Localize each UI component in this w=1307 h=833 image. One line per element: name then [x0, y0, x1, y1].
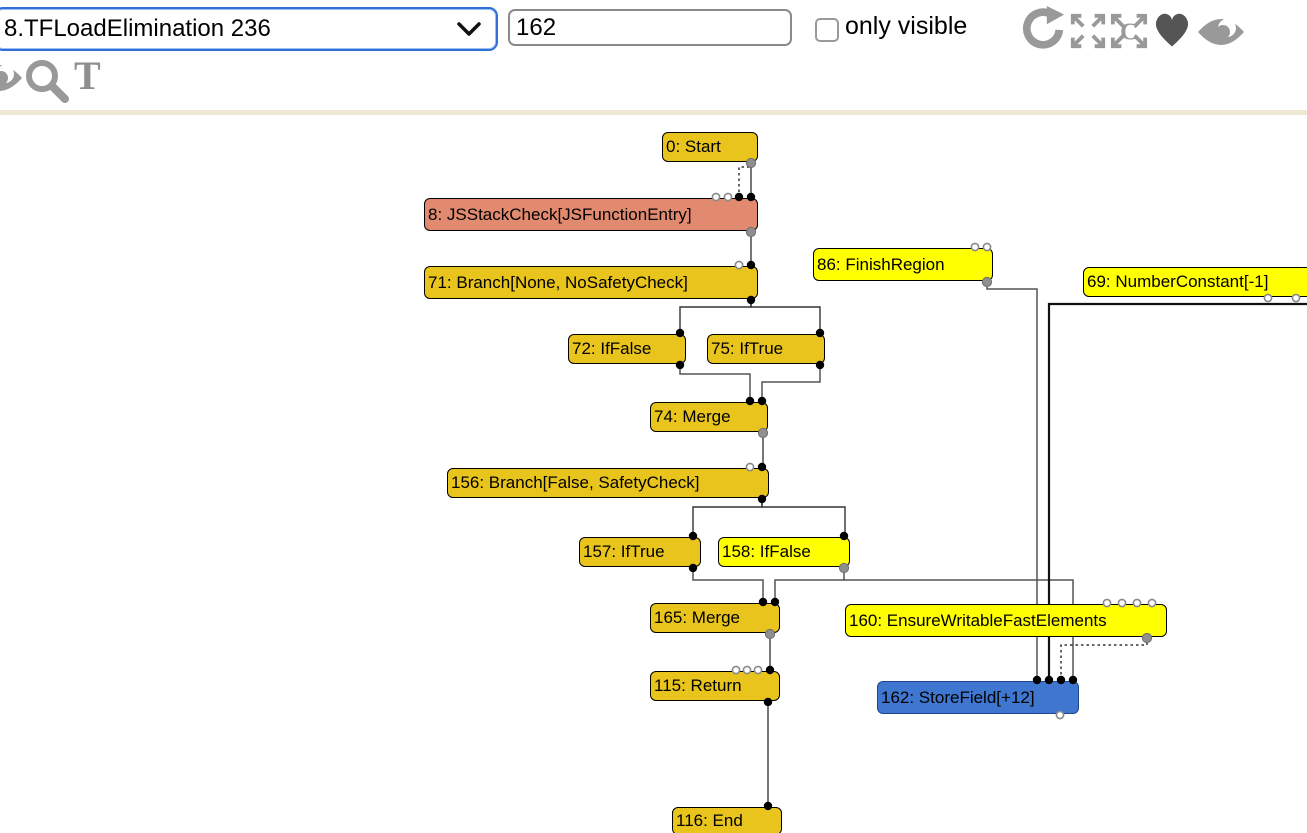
graph-node-157[interactable]: 157: IfTrue [579, 537, 701, 567]
layout-graph-icon[interactable] [1020, 6, 1066, 52]
graph-node-69[interactable]: 69: NumberConstant[-1] [1083, 267, 1307, 297]
graph-node-160[interactable]: 160: EnsureWritableFastElements [845, 604, 1167, 637]
phase-select[interactable]: 8.TFLoadElimination 236 [0, 7, 498, 51]
node-search-input[interactable] [508, 9, 792, 46]
expand-control-icon[interactable]: C [1108, 12, 1150, 50]
graph-edge [750, 299, 821, 333]
eye-icon[interactable] [1196, 14, 1246, 50]
chevron-down-icon [457, 22, 481, 36]
graph-node-165[interactable]: 165: Merge [650, 603, 780, 633]
graph-node-162[interactable]: 162: StoreField[+12] [877, 681, 1079, 714]
expand-all-icon[interactable] [1068, 12, 1108, 50]
graph-edge [761, 498, 846, 536]
half-eye-icon[interactable] [0, 60, 24, 96]
graph-edge [761, 364, 821, 401]
graph-node-86[interactable]: 86: FinishRegion [813, 248, 993, 281]
graph-edge [1060, 637, 1148, 679]
graph-node-72[interactable]: 72: IfFalse [568, 334, 686, 364]
text-t-icon[interactable]: T [74, 53, 101, 98]
graph-edge [738, 163, 752, 196]
graph-edge [692, 567, 764, 601]
graph-node-158[interactable]: 158: IfFalse [718, 537, 850, 567]
graph-node-75[interactable]: 75: IfTrue [707, 334, 825, 364]
only-visible-label: only visible [845, 12, 968, 40]
toolbar-separator [0, 110, 1307, 115]
graph-edge [679, 364, 751, 401]
only-visible-checkbox[interactable] [815, 18, 839, 42]
heart-icon[interactable] [1150, 8, 1194, 52]
phase-select-value: 8.TFLoadElimination 236 [4, 15, 271, 42]
graph-edge [774, 567, 845, 601]
graph-node-116[interactable]: 116: End [672, 807, 782, 833]
graph-node-74[interactable]: 74: Merge [650, 402, 768, 432]
graph-node-71[interactable]: 71: Branch[None, NoSafetyCheck] [424, 266, 758, 299]
zoom-selection-icon[interactable] [22, 56, 70, 104]
graph-node-156[interactable]: 156: Branch[False, SafetyCheck] [447, 468, 769, 498]
graph-node-0[interactable]: 0: Start [662, 132, 758, 162]
graph-edge [679, 299, 752, 333]
graph-node-8[interactable]: 8: JSStackCheck[JSFunctionEntry] [424, 198, 758, 231]
graph-edge [692, 498, 763, 536]
graph-node-115[interactable]: 115: Return [650, 671, 780, 701]
svg-text:C: C [1120, 19, 1138, 46]
